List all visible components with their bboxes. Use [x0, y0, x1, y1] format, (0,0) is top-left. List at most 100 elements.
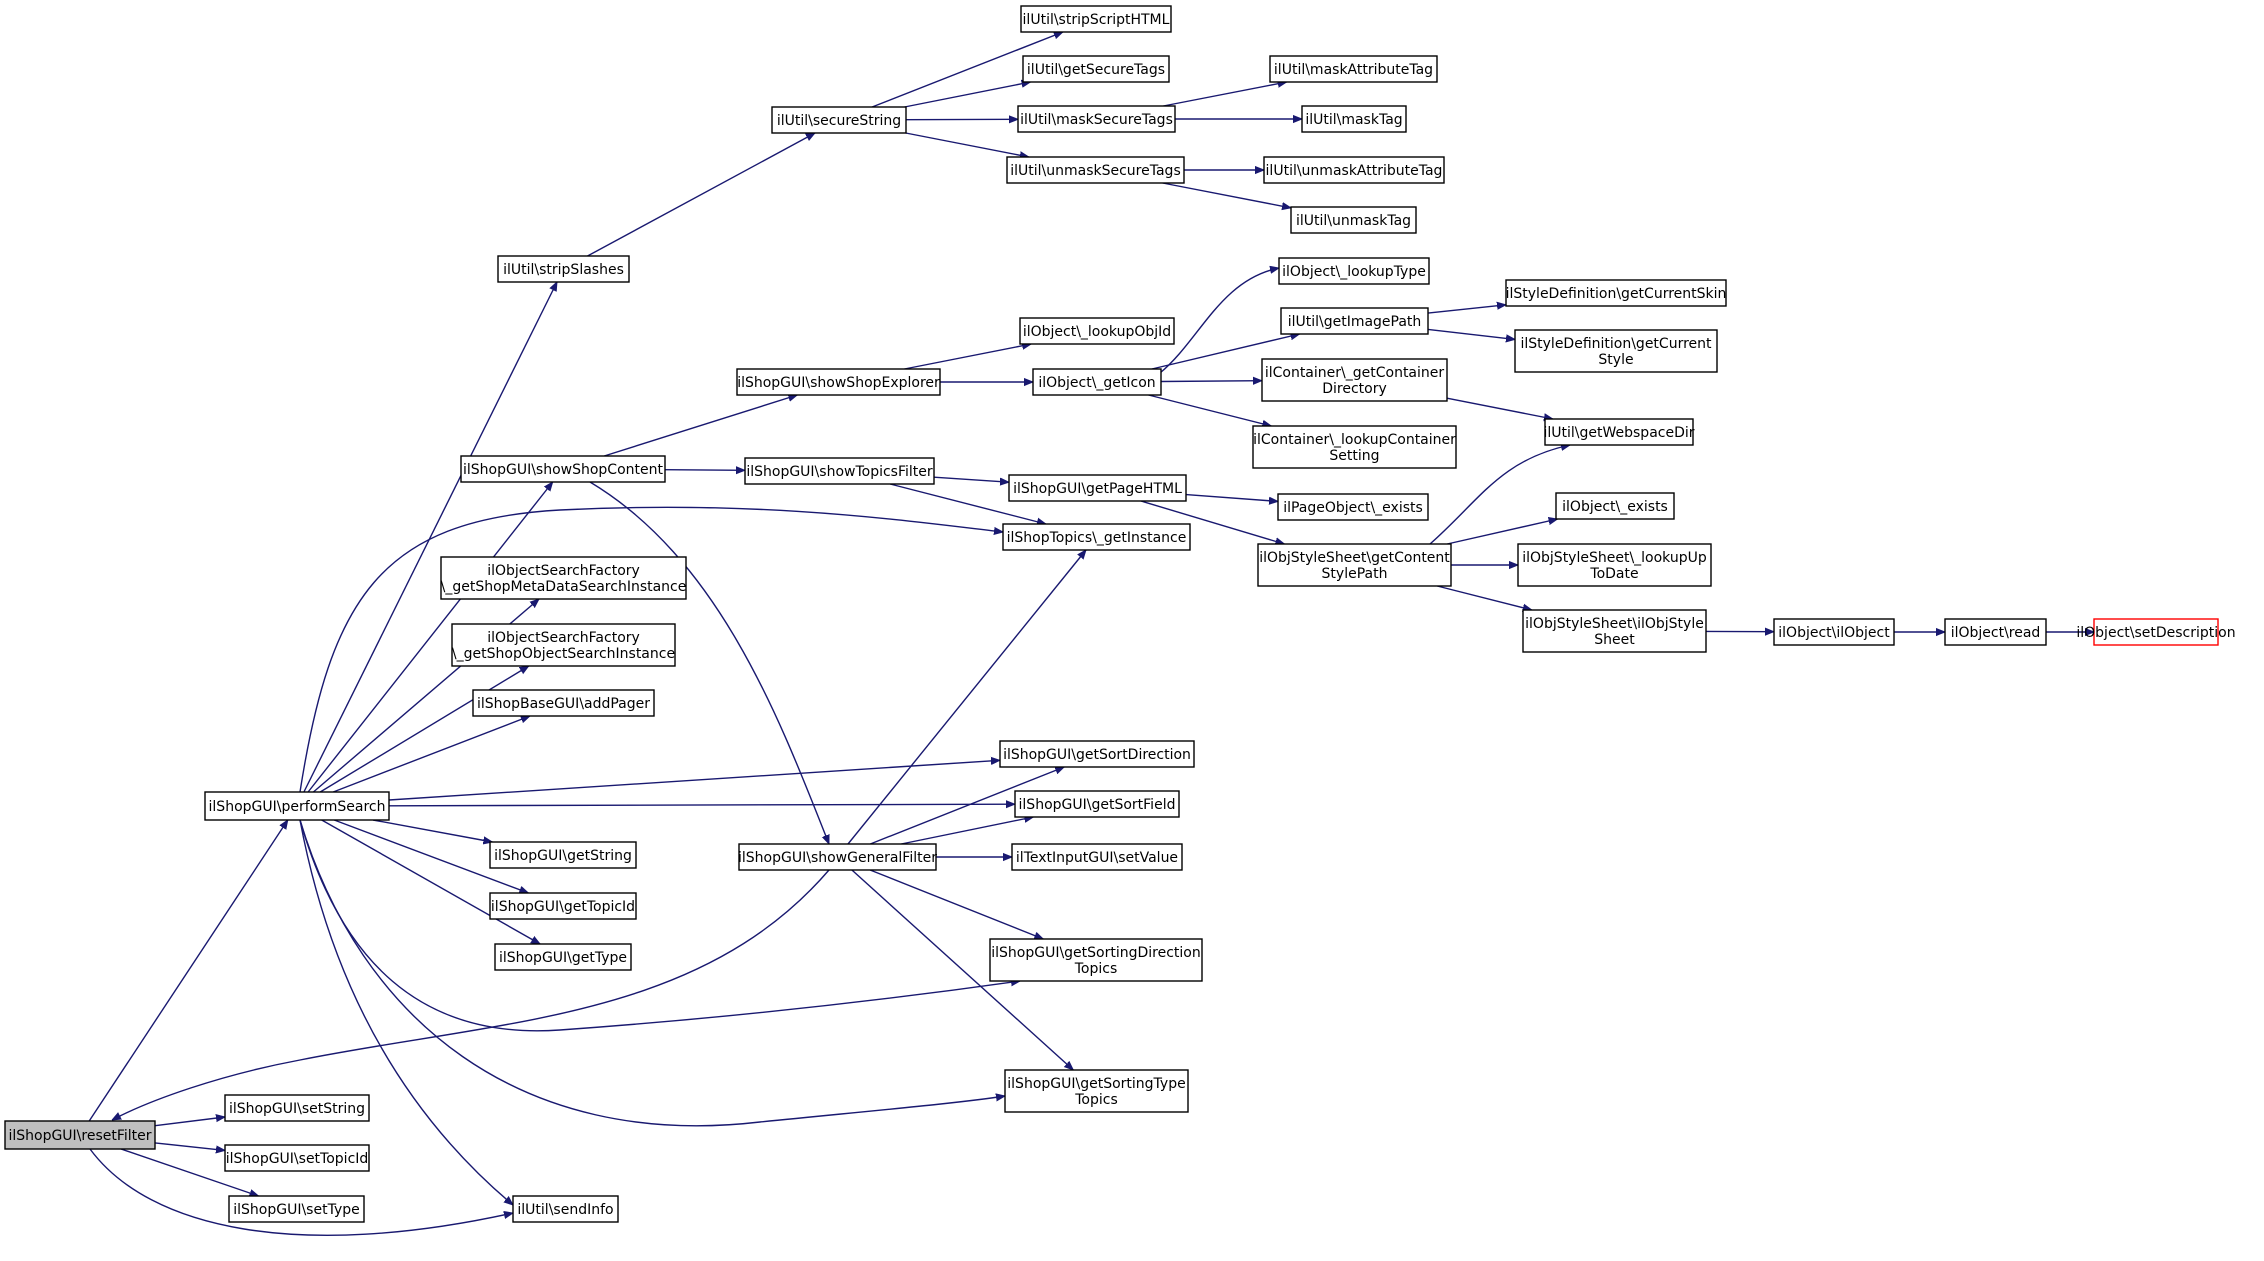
edge-getContentStylePath-to-objectExists	[1447, 519, 1557, 545]
edge-unmaskSecureTags-to-unmaskTag	[1162, 182, 1291, 208]
node-setString[interactable]: ilShopGUI\setString	[224, 1094, 370, 1122]
node-getSortDirection[interactable]: ilShopGUI\getSortDirection	[999, 740, 1195, 768]
node-label: ilObjStyleSheet\getContent	[1259, 550, 1450, 566]
node-setType[interactable]: ilShopGUI\setType	[228, 1195, 365, 1223]
node-showGeneralFilter[interactable]: ilShopGUI\showGeneralFilter	[738, 843, 937, 871]
node-unmaskAttributeTag[interactable]: ilUtil\unmaskAttributeTag	[1263, 156, 1445, 184]
node-ilObjStyleSheet[interactable]: ilObjStyleSheet\ilObjStyleSheet	[1522, 609, 1707, 653]
node-objectExists[interactable]: ilObject\_exists	[1555, 492, 1675, 520]
node-shopTopicsGetInstance[interactable]: ilShopTopics\_getInstance	[1002, 523, 1191, 551]
node-setValue[interactable]: ilTextInputGUI\setValue	[1011, 843, 1183, 871]
node-getSecureTags[interactable]: ilUtil\getSecureTags	[1022, 55, 1170, 83]
node-setTopicId[interactable]: ilShopGUI\setTopicId	[224, 1144, 370, 1172]
edge-performSearch-to-getSortingTypeTopics	[299, 819, 1005, 1127]
node-addPager[interactable]: ilShopBaseGUI\addPager	[472, 689, 655, 717]
node-getIcon[interactable]: ilObject\_getIcon	[1032, 368, 1162, 396]
node-getWebspaceDir[interactable]: ilUtil\getWebspaceDir	[1543, 418, 1695, 446]
node-showShopContent[interactable]: ilShopGUI\showShopContent	[460, 455, 666, 483]
node-getTopicId[interactable]: ilShopGUI\getTopicId	[489, 892, 637, 920]
edge-performSearch-to-objectSearch	[319, 666, 529, 793]
node-box	[1022, 55, 1170, 83]
node-box	[224, 1144, 370, 1172]
node-maskTag[interactable]: ilUtil\maskTag	[1301, 105, 1407, 133]
node-setDescription[interactable]: ilObject\setDescription	[2076, 618, 2236, 646]
edge-getPageHTML-to-pageObjectExists	[1185, 493, 1278, 502]
node-label: ToDate	[1589, 566, 1638, 582]
node-box	[1278, 257, 1430, 285]
node-label: ilObject\_exists	[1562, 499, 1668, 515]
node-box	[1544, 418, 1694, 446]
node-performSearch[interactable]: ilShopGUI\performSearch	[204, 791, 390, 821]
node-label: ilUtil\secureString	[777, 113, 901, 129]
edge-showGeneralFilter-to-getSortField	[901, 817, 1033, 845]
node-label: ilContainer\_getContainer	[1265, 365, 1445, 381]
edge-performSearch-to-stripSlashes	[303, 282, 558, 793]
node-showTopicsFilter[interactable]: ilShopGUI\showTopicsFilter	[744, 457, 935, 485]
node-box	[1773, 618, 1895, 646]
node-box	[1555, 492, 1675, 520]
node-label: ilShopGUI\getType	[499, 950, 627, 966]
node-label: ilObject\_lookupType	[1282, 264, 1426, 280]
edges-layer	[88, 31, 2094, 1237]
edge-showShopContent-to-showTopicsFilter	[664, 470, 745, 471]
node-label: ilUtil\unmaskSecureTags	[1010, 163, 1181, 179]
node-box	[1944, 618, 2047, 646]
node-label: ilPageObject\_exists	[1283, 500, 1423, 516]
edge-performSearch-to-getSortField	[388, 804, 1015, 806]
node-ilObjectCtor[interactable]: ilObject\ilObject	[1773, 618, 1895, 646]
node-sendInfo[interactable]: ilUtil\sendInfo	[512, 1195, 619, 1223]
node-getImagePath[interactable]: ilUtil\getImagePath	[1280, 307, 1429, 335]
node-label: ilObject\_getIcon	[1038, 375, 1155, 391]
node-getCurrentSkin[interactable]: ilStyleDefinition\getCurrentSkin	[1505, 279, 1727, 307]
node-box	[738, 843, 937, 871]
edge-performSearch-to-getTopicId	[333, 819, 528, 893]
node-stripSlashes[interactable]: ilUtil\stripSlashes	[497, 255, 630, 283]
node-lookupType[interactable]: ilObject\_lookupType	[1278, 257, 1430, 285]
edge-resetFilter-to-setString	[154, 1117, 225, 1127]
node-secureString[interactable]: ilUtil\secureString	[771, 106, 907, 134]
node-getString[interactable]: ilShopGUI\getString	[489, 841, 637, 869]
node-resetFilter[interactable]: ilShopGUI\resetFilter	[4, 1120, 156, 1150]
edge-performSearch-to-addPager	[332, 715, 530, 793]
node-objectSearch[interactable]: ilObjectSearchFactory\_getShopObjectSear…	[451, 623, 676, 667]
edge-stripSlashes-to-secureString	[587, 132, 816, 257]
edge-getImagePath-to-getCurrentStyle	[1427, 328, 1515, 339]
node-getPageHTML[interactable]: ilShopGUI\getPageHTML	[1008, 474, 1187, 502]
node-box	[451, 623, 676, 667]
node-stripScriptHTML[interactable]: ilUtil\stripScriptHTML	[1020, 5, 1172, 33]
node-label: ilStyleDefinition\getCurrentSkin	[1506, 286, 1727, 302]
node-label: ilObject\setDescription	[2076, 625, 2235, 641]
node-unmaskTag[interactable]: ilUtil\unmaskTag	[1290, 206, 1417, 234]
edge-showGeneralFilter-to-resetFilter	[112, 869, 830, 1121]
node-maskAttributeTag[interactable]: ilUtil\maskAttributeTag	[1269, 55, 1438, 83]
node-showShopExplorer[interactable]: ilShopGUI\showShopExplorer	[736, 368, 941, 396]
node-box	[1017, 105, 1176, 133]
node-label: ilUtil\unmaskTag	[1296, 213, 1411, 229]
node-lookupObjId[interactable]: ilObject\_lookupObjId	[1019, 317, 1175, 345]
node-getType[interactable]: ilShopGUI\getType	[494, 943, 632, 971]
node-box	[489, 892, 637, 920]
node-box	[440, 556, 687, 600]
node-pageObjectExists[interactable]: ilPageObject\_exists	[1277, 493, 1429, 521]
node-box	[1517, 543, 1712, 587]
node-box	[989, 938, 1203, 982]
node-box	[204, 791, 390, 821]
node-label: StylePath	[1322, 566, 1388, 582]
node-maskSecureTags[interactable]: ilUtil\maskSecureTags	[1017, 105, 1176, 133]
edge-getContainerDirectory-to-getWebspaceDir	[1446, 397, 1553, 419]
node-label: \_getShopMetaDataSearchInstance	[441, 579, 687, 595]
node-metaSearch[interactable]: ilObjectSearchFactory\_getShopMetaDataSe…	[440, 556, 687, 600]
node-box	[1263, 156, 1445, 184]
node-ilObjectRead[interactable]: ilObject\read	[1944, 618, 2047, 646]
node-getSortField[interactable]: ilShopGUI\getSortField	[1014, 790, 1180, 818]
node-unmaskSecureTags[interactable]: ilUtil\unmaskSecureTags	[1006, 156, 1185, 184]
edge-showGeneralFilter-to-getSortDirection	[870, 766, 1064, 845]
edge-performSearch-to-sendInfo	[299, 819, 513, 1205]
